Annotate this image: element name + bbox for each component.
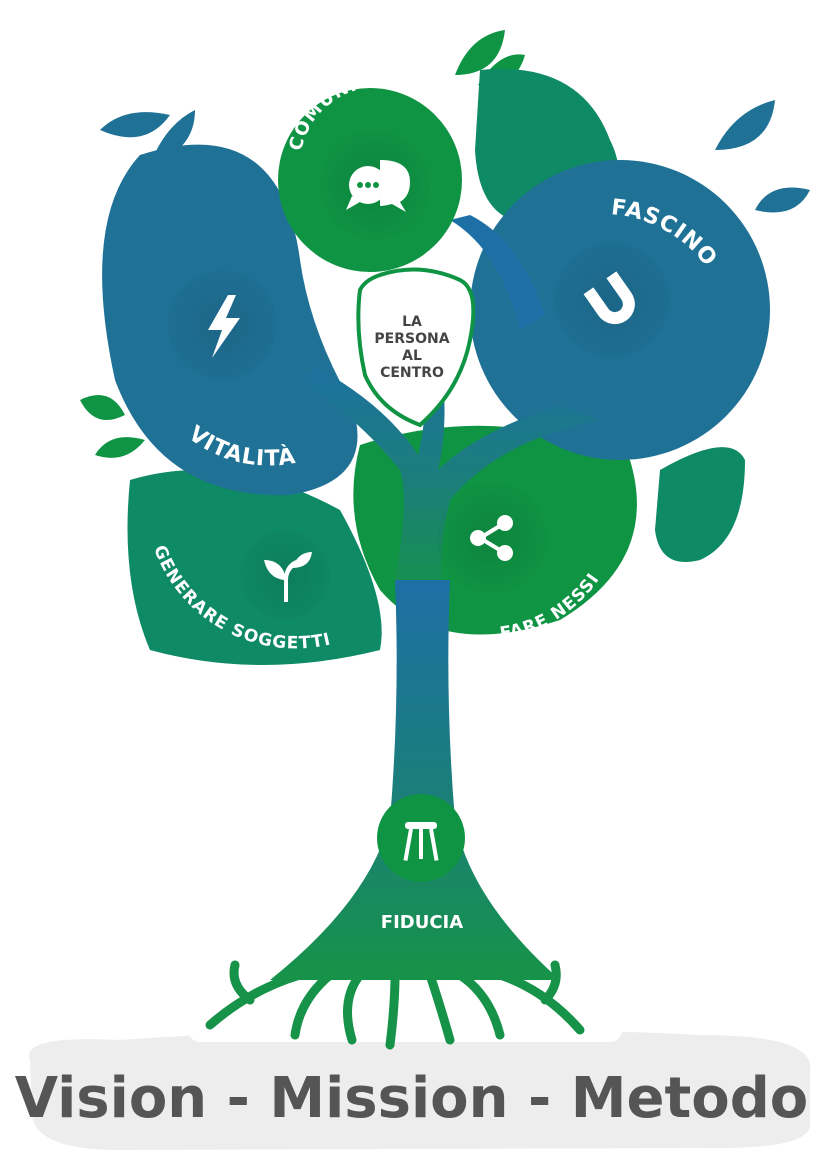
center-line-2: PERSONA <box>374 331 449 347</box>
sprout-icon <box>264 552 312 602</box>
share-nodes-icon <box>470 515 513 561</box>
center-line-4: CENTRO <box>380 365 444 381</box>
center-shape <box>356 267 476 428</box>
center-line-3: AL <box>402 348 422 364</box>
nessi-icon-bg <box>437 483 547 593</box>
roots <box>205 960 585 1050</box>
magnet-icon <box>583 271 635 325</box>
page-title: Vision - Mission - Metodo <box>14 1065 809 1131</box>
fiducia-label: FIDUCIA <box>381 912 463 933</box>
chat-bubbles-icon <box>346 160 410 212</box>
leaves <box>80 30 810 458</box>
caption-background <box>29 1028 811 1150</box>
teal-blob-right <box>655 447 745 562</box>
lightning-bolt-icon <box>208 295 240 358</box>
fascino-icon-bg <box>554 242 670 358</box>
tree-trunk <box>270 215 600 980</box>
stool-icon <box>403 822 439 861</box>
center-line-1: LA <box>402 314 422 330</box>
